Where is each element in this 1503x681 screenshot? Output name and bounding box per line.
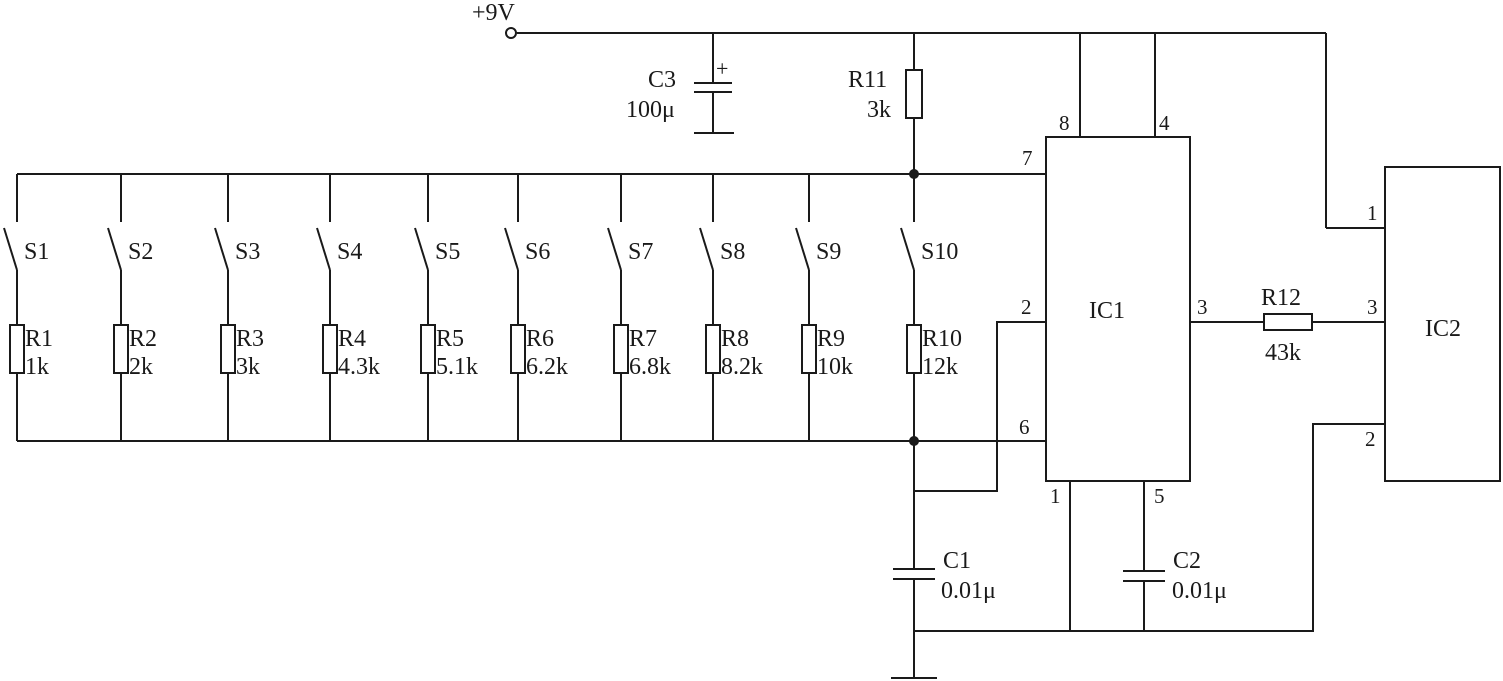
resistor-3-name: R3: [236, 326, 264, 352]
ic1-pin-6: 6: [1019, 415, 1030, 439]
switch-5-label: S5: [435, 239, 460, 265]
resistor-6: [510, 324, 526, 374]
resistor-6-name: R6: [526, 326, 554, 352]
resistor-2-name: R2: [129, 326, 157, 352]
capacitor-c1: [891, 568, 937, 679]
ic1-pin-8: 8: [1059, 111, 1070, 135]
resistor-3: [220, 324, 236, 374]
supply-terminal: [505, 27, 517, 39]
resistor-r12: [1263, 313, 1313, 331]
switch-4-blade: [316, 227, 331, 271]
resistor-r12-name: R12: [1261, 285, 1301, 311]
switch-8-blade: [699, 227, 714, 271]
capacitor-c2: [1123, 570, 1165, 582]
capacitor-c3-value: 100μ: [626, 97, 675, 123]
supply-rail: [517, 32, 1385, 229]
switch-5-blade: [414, 227, 429, 271]
ic1-pin-7: 7: [1022, 146, 1033, 170]
capacitor-c3-name: C3: [648, 67, 676, 93]
resistor-r12-value: 43k: [1265, 340, 1301, 366]
switch-2-blade: [107, 227, 122, 271]
resistor-10: [906, 324, 922, 374]
resistor-5-value: 5.1k: [436, 354, 478, 380]
ic2-body: [1384, 166, 1501, 482]
switch-7-label: S7: [628, 239, 653, 265]
ic1-pin-4: 4: [1159, 111, 1170, 135]
ic1-body: [1045, 136, 1191, 482]
resistor-7-name: R7: [629, 326, 657, 352]
switch-9-label: S9: [816, 239, 841, 265]
resistor-9: [801, 324, 817, 374]
resistor-r11-name: R11: [848, 67, 887, 93]
capacitor-c2-name: C2: [1173, 548, 1201, 574]
resistor-2-value: 2k: [129, 354, 153, 380]
ic1-pin-5: 5: [1154, 484, 1165, 508]
switch-10-label: S10: [921, 239, 958, 265]
ic1-wiring: [913, 33, 1385, 632]
resistor-1: [9, 324, 25, 374]
resistor-9-name: R9: [817, 326, 845, 352]
ic1-label: IC1: [1089, 298, 1125, 324]
switch-8-label: S8: [720, 239, 745, 265]
resistor-8: [705, 324, 721, 374]
ic2-label: IC2: [1425, 316, 1461, 342]
capacitor-c1-name: C1: [943, 548, 971, 574]
resistor-5: [420, 324, 436, 374]
switch-9-blade: [795, 227, 810, 271]
resistor-4-name: R4: [338, 326, 366, 352]
capacitor-c3: [694, 33, 734, 134]
switch-3-blade: [214, 227, 229, 271]
ic2-pin-1: 1: [1367, 201, 1378, 225]
resistor-7-value: 6.8k: [629, 354, 671, 380]
ic1-pin-2: 2: [1021, 295, 1032, 319]
resistor-6-value: 6.2k: [526, 354, 568, 380]
resistor-8-value: 8.2k: [721, 354, 763, 380]
capacitor-c1-value: 0.01μ: [941, 578, 996, 604]
resistor-9-value: 10k: [817, 354, 853, 380]
resistor-3-value: 3k: [236, 354, 260, 380]
resistor-1-name: R1: [25, 326, 53, 352]
switch-3-label: S3: [235, 239, 260, 265]
switch-resistor-ladder: S1R11kS2R22kS3R33kS4R44.3kS5R55.1kS6R66.…: [3, 174, 962, 441]
resistor-r11: [905, 33, 923, 174]
resistor-4-value: 4.3k: [338, 354, 380, 380]
switch-6-blade: [504, 227, 519, 271]
resistor-1-value: 1k: [25, 354, 49, 380]
ic2-pin-2: 2: [1365, 427, 1376, 451]
switch-2-label: S2: [128, 239, 153, 265]
capacitor-c2-value: 0.01μ: [1172, 578, 1227, 604]
resistor-10-value: 12k: [922, 354, 958, 380]
switch-1-label: S1: [24, 239, 49, 265]
resistor-10-name: R10: [922, 326, 962, 352]
ic1-pin-3: 3: [1197, 295, 1208, 319]
capacitor-c3-polarity: +: [716, 56, 728, 81]
resistor-7: [613, 324, 629, 374]
resistor-4: [322, 324, 338, 374]
supply-label: +9V: [472, 0, 516, 26]
switch-6-label: S6: [525, 239, 550, 265]
resistor-5-name: R5: [436, 326, 464, 352]
switch-4-label: S4: [337, 239, 362, 265]
resistor-r11-value: 3k: [867, 97, 891, 123]
resistor-2: [113, 324, 129, 374]
ic1-pin-1: 1: [1050, 484, 1061, 508]
switch-1-blade: [3, 227, 18, 271]
switch-10-blade: [900, 227, 915, 271]
switch-7-blade: [607, 227, 622, 271]
ic2-pin-3: 3: [1367, 295, 1378, 319]
resistor-8-name: R8: [721, 326, 749, 352]
